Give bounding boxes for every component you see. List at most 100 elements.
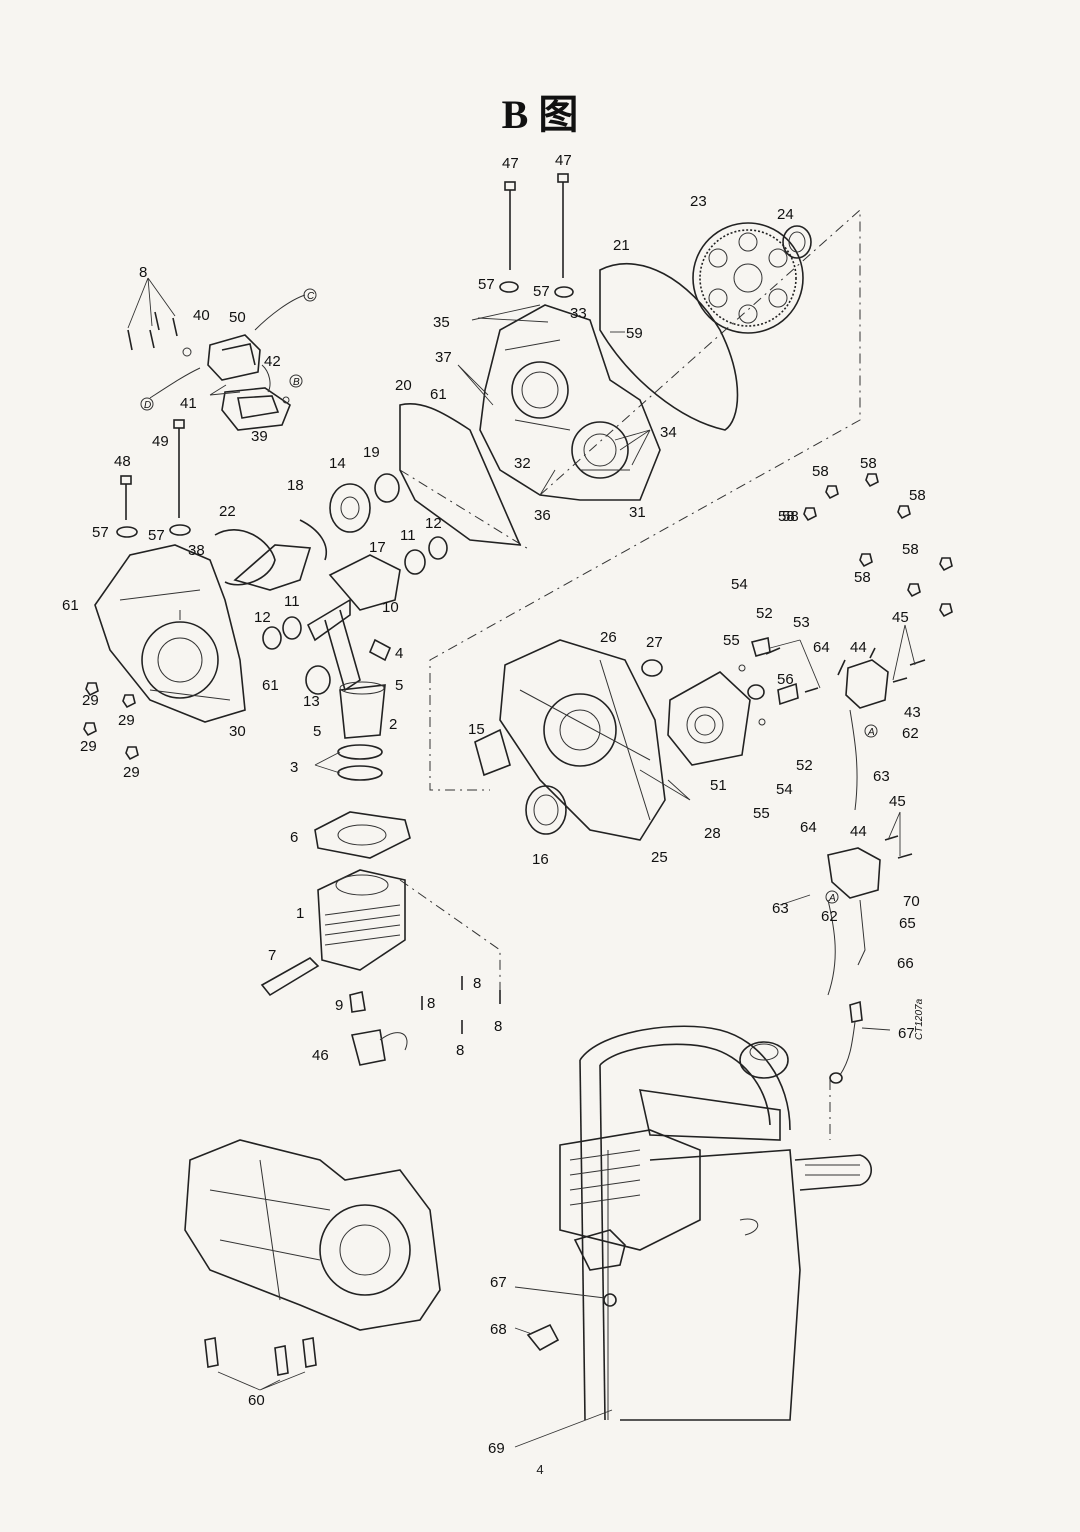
- callout: 50: [229, 309, 246, 326]
- callout: 66: [897, 955, 914, 972]
- callout: 24: [777, 206, 794, 223]
- callout: 4: [395, 645, 403, 662]
- callout: 27: [646, 634, 663, 651]
- callout: 3: [290, 759, 298, 776]
- callout: 68: [490, 1321, 507, 1338]
- callout: 44: [850, 823, 867, 840]
- piston-and-cylinder: [260, 665, 411, 1066]
- page-number: 4: [536, 1462, 544, 1477]
- callout: 8: [494, 1018, 502, 1035]
- callout: 8: [427, 995, 435, 1012]
- callout: 7: [268, 947, 276, 964]
- cylinder-screws: [421, 976, 501, 1034]
- figure-title: B 图: [501, 92, 579, 137]
- callout: 41: [180, 395, 197, 412]
- small-hardware: [738, 637, 819, 726]
- callout: 22: [219, 503, 236, 520]
- callout: 57: [478, 276, 495, 293]
- callout: 47: [502, 155, 519, 172]
- callout: 39: [251, 428, 268, 445]
- callout: 56: [777, 671, 794, 688]
- leader-lines: [209, 304, 916, 1448]
- callout: 58: [860, 455, 877, 472]
- part-callouts: 1 2 3 4 5 5 6 7 8 8 8 8 8 9 10 11 11 12 …: [62, 152, 926, 1457]
- callout: 8: [139, 264, 147, 281]
- callout: 62: [821, 908, 838, 925]
- callout: 10: [382, 599, 399, 616]
- callout: 29: [123, 764, 140, 781]
- callout: 25: [651, 849, 668, 866]
- callout: 16: [532, 851, 549, 868]
- callout: 12: [254, 609, 271, 626]
- nuts: [83, 473, 953, 761]
- callout: 29: [82, 692, 99, 709]
- callout: 38: [188, 542, 205, 559]
- callout: 40: [193, 307, 210, 324]
- callout: 31: [629, 504, 646, 521]
- callout: 57: [148, 527, 165, 544]
- intake-assembly: [127, 277, 306, 431]
- callout: 33: [570, 305, 587, 322]
- flywheel-assembly: [474, 639, 751, 841]
- callout: 11: [400, 527, 416, 544]
- callout: 55: [753, 805, 770, 822]
- connector-mark-c: C: [307, 291, 315, 302]
- connector-marks: C D B A A: [140, 288, 878, 904]
- assembled-engine: [184, 1139, 441, 1391]
- callout: 57: [533, 283, 550, 300]
- callout: 69: [488, 1440, 505, 1457]
- callout: 17: [369, 539, 386, 556]
- callout: 34: [660, 424, 677, 441]
- callout: 14: [329, 455, 346, 472]
- callout: 11: [284, 593, 300, 610]
- callout: 58: [812, 463, 829, 480]
- callout: 42: [264, 353, 281, 370]
- assembled-chainsaw: [526, 1025, 873, 1421]
- callout: 67: [898, 1025, 915, 1042]
- callout: 20: [395, 377, 412, 394]
- callout: 58: [782, 508, 799, 525]
- callout: 70: [903, 893, 920, 910]
- callout: 67: [490, 1274, 507, 1291]
- callout: 46: [312, 1047, 329, 1064]
- callout: 36: [534, 507, 551, 524]
- callout: 55: [723, 632, 740, 649]
- callout: 53: [793, 614, 810, 631]
- callout: 35: [433, 314, 450, 331]
- callout: 2: [389, 716, 397, 733]
- callout: 12: [425, 515, 442, 532]
- callout: 57: [92, 524, 109, 541]
- callout: 58: [902, 541, 919, 558]
- bolts-48-49: [116, 419, 191, 538]
- ignition-modules: [827, 647, 926, 1084]
- connector-mark-d: D: [144, 400, 151, 411]
- callout: 9: [335, 997, 343, 1014]
- callout: 65: [899, 915, 916, 932]
- crankshaft: [233, 473, 448, 692]
- callout: 47: [555, 152, 572, 169]
- callout: 29: [118, 712, 135, 729]
- callout: 13: [303, 693, 320, 710]
- callout: 61: [430, 386, 447, 403]
- callout: 8: [456, 1042, 464, 1059]
- callout: 32: [514, 455, 531, 472]
- callout: 63: [772, 900, 789, 917]
- callout: 54: [776, 781, 793, 798]
- callout: 49: [152, 433, 169, 450]
- callout: 61: [262, 677, 279, 694]
- callout: 58: [778, 508, 795, 525]
- callout: 21: [613, 237, 630, 254]
- figure-code: CT1207a: [914, 998, 925, 1040]
- callout: 23: [690, 193, 707, 210]
- connector-mark-b: B: [293, 377, 300, 388]
- callout: 63: [873, 768, 890, 785]
- callout: 30: [229, 723, 246, 740]
- callout: 43: [904, 704, 921, 721]
- callout: 59: [626, 325, 643, 342]
- callout: 58: [854, 569, 871, 586]
- crankcase-upper: [399, 304, 661, 546]
- callout: 51: [710, 777, 727, 794]
- long-bolts-47: [499, 173, 574, 298]
- assembly-dashed-lines: [179, 208, 861, 1140]
